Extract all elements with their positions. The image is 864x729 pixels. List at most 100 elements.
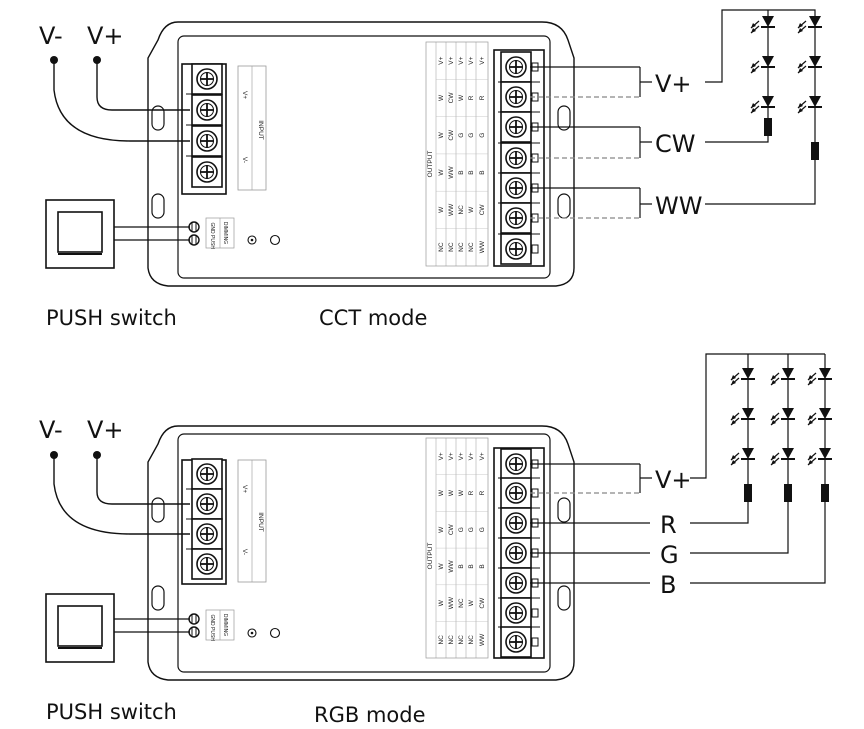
output-table-cell: V+	[479, 452, 486, 460]
resistor-icon	[784, 484, 792, 502]
output-table-cell: W	[438, 563, 445, 570]
dimming-label: DIMMING	[222, 222, 228, 244]
controller-housing	[147, 425, 575, 681]
input-pin-vplus: V+	[241, 91, 248, 99]
output-table-cell: V+	[468, 56, 475, 64]
wire-label-r: R	[660, 511, 677, 539]
led-icon	[770, 407, 796, 426]
output-table-cell: CW	[448, 92, 455, 104]
switch-term-gnd: GND	[209, 222, 215, 234]
switch-label: PUSH switch	[46, 700, 177, 724]
output-table-cell: G	[479, 133, 486, 138]
mode-label: RGB mode	[314, 703, 426, 727]
led-icon	[750, 95, 776, 114]
led-icon	[770, 447, 796, 466]
output-table-cell: W	[438, 599, 445, 606]
output-table-cell: W	[468, 206, 475, 213]
output-table-cell: R	[468, 490, 475, 495]
led-icon	[750, 55, 776, 74]
led-icon	[807, 367, 833, 386]
screw-terminal-icon	[500, 172, 532, 204]
led-icon	[807, 407, 833, 426]
output-table-cell: B	[468, 170, 475, 174]
resistor-icon	[811, 142, 819, 160]
resistor-icon	[821, 484, 829, 502]
led-icon	[770, 367, 796, 386]
output-table-cell: R	[468, 95, 475, 100]
output-table-cell: W	[438, 94, 445, 101]
resistor-icon	[764, 118, 772, 136]
dimming-label: DIMMING	[222, 614, 228, 636]
indicator-led-icon	[247, 235, 257, 245]
output-table-cell: NC	[458, 205, 465, 215]
led-icon	[730, 407, 756, 426]
screw-terminal-icon	[500, 537, 532, 569]
output-table-cell: W	[438, 489, 445, 496]
mount-slot-icon	[557, 193, 571, 219]
wire-label-b: B	[660, 571, 676, 599]
output-table-cell: NC	[448, 635, 455, 645]
screw-terminal-icon	[500, 111, 532, 143]
mount-slot-icon	[151, 193, 165, 219]
wire-label-vplus: V+	[655, 466, 692, 494]
output-table-cell: WW	[479, 240, 486, 253]
output-table-cell: G	[468, 527, 475, 532]
mount-slot-icon	[557, 585, 571, 611]
screw-terminal-icon	[191, 488, 223, 520]
switch-label: PUSH switch	[46, 306, 177, 330]
switch-term-gnd: GND	[209, 614, 215, 626]
output-table-cell: W	[438, 206, 445, 213]
output-table-cell: V+	[448, 56, 455, 64]
output-table-cell: NC	[468, 242, 475, 252]
output-table-cell: G	[468, 133, 475, 138]
output-table-cell: B	[479, 564, 486, 568]
output-table-cell: WW	[448, 596, 455, 609]
output-table-cell: V+	[479, 56, 486, 64]
gnd-terminal-icon	[188, 626, 200, 638]
output-table-cell: WW	[448, 203, 455, 216]
controller-inner	[177, 35, 551, 279]
output-table-cell: V+	[458, 56, 465, 64]
output-table-cell: V+	[438, 56, 445, 64]
input-pin-vminus: V-	[241, 157, 248, 163]
screw-terminal-icon	[500, 507, 532, 539]
screw-terminal-icon	[500, 626, 532, 658]
push-terminal-icon	[188, 613, 200, 625]
output-table-cell: NC	[458, 598, 465, 608]
screw-terminal-icon	[191, 125, 223, 157]
output-table-cell: W	[468, 599, 475, 606]
screw-terminal-icon	[191, 518, 223, 550]
resistor-icon	[744, 484, 752, 502]
led-icon	[730, 447, 756, 466]
screw-terminal-icon	[191, 63, 223, 95]
mount-slot-icon	[151, 585, 165, 611]
terminal-tab-icon	[531, 637, 539, 647]
screw-terminal-icon	[191, 156, 223, 188]
output-table-cell: W	[458, 94, 465, 101]
screw-terminal-icon	[500, 567, 532, 599]
led-icon	[807, 447, 833, 466]
vminus-wire	[53, 60, 190, 142]
output-table-cell: WW	[479, 633, 486, 646]
vplus-wire	[96, 455, 190, 505]
supply-label-vminus: V-	[39, 416, 63, 444]
output-table-cell: NC	[458, 635, 465, 645]
wire-label-cw: CW	[655, 130, 696, 158]
output-table-cell: B	[468, 564, 475, 568]
switch-term-push: PUSH	[209, 627, 215, 641]
mount-slot-icon	[557, 497, 571, 523]
switch-term-push: PUSH	[209, 235, 215, 249]
output-table-cell: B	[479, 170, 486, 174]
indicator-led-icon	[247, 628, 257, 638]
wire-label-g: G	[660, 541, 679, 569]
mount-slot-icon	[151, 497, 165, 523]
terminal-tab-icon	[531, 244, 539, 254]
mount-slot-icon	[557, 105, 571, 131]
supply-label-vminus: V-	[39, 22, 63, 50]
cct-diagram: INPUT V+ V- DIMMING GND PUSH OUTPUT V+V+…	[39, 9, 823, 330]
led-icon	[730, 367, 756, 386]
terminal-tab-icon	[531, 608, 539, 618]
